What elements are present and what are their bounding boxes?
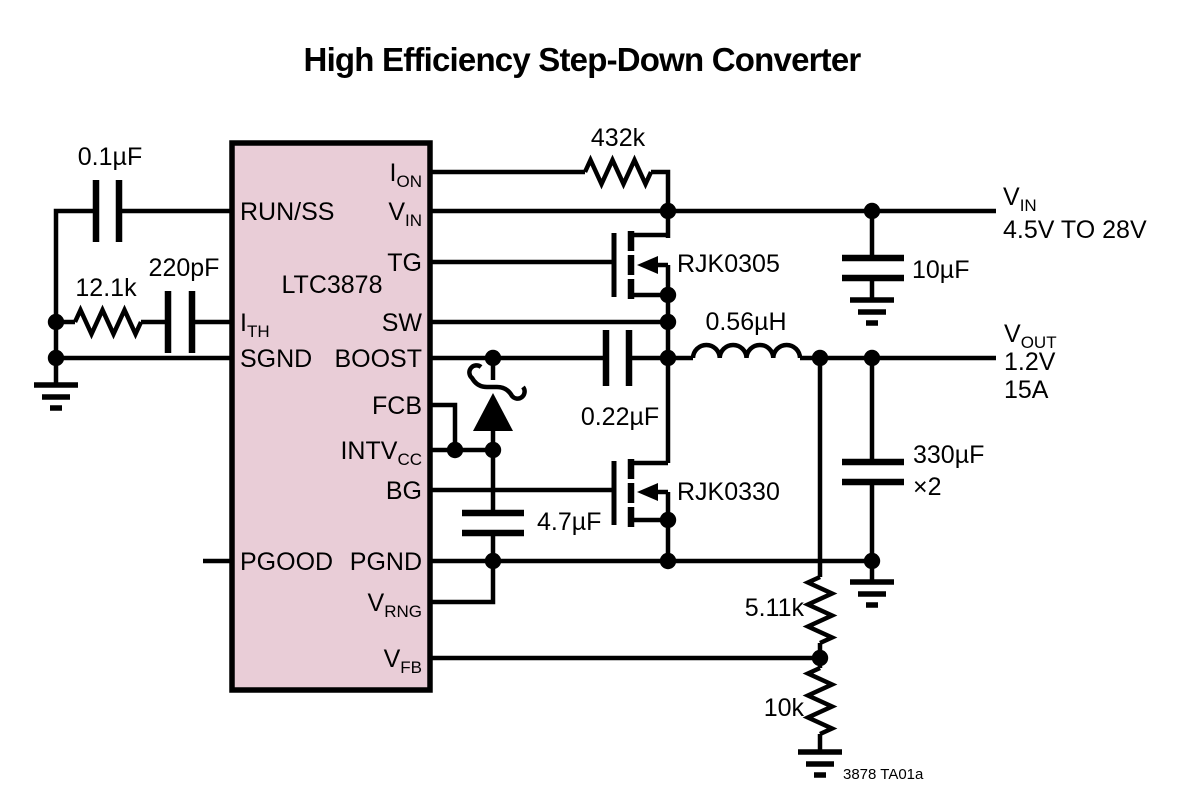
junction-dot bbox=[446, 441, 464, 459]
pin-label-pgood: PGOOD bbox=[240, 548, 333, 576]
pin-label-pgnd: PGND bbox=[350, 548, 422, 576]
pin-label-sgnd: SGND bbox=[240, 345, 312, 373]
pin-label-run-ss: RUN/SS bbox=[240, 198, 334, 226]
value-input-cap: 10µF bbox=[912, 256, 969, 284]
junction-dot bbox=[863, 202, 881, 220]
inductor-symbol bbox=[690, 342, 803, 359]
pin-label-fcb: FCB bbox=[372, 392, 422, 420]
schottky-cathode-curve bbox=[467, 363, 527, 401]
pin-label-bg: BG bbox=[386, 477, 422, 505]
pin-label-ith: ITH bbox=[240, 309, 270, 341]
junction-dot bbox=[659, 511, 677, 529]
pin-label-sw: SW bbox=[382, 309, 423, 337]
ic-part-number: LTC3878 bbox=[282, 271, 383, 299]
pin-label-vrng: VRNG bbox=[368, 589, 422, 621]
junction-dot bbox=[659, 313, 677, 331]
junction-dot bbox=[811, 349, 829, 367]
junction-dot bbox=[659, 202, 677, 220]
junction-dot bbox=[659, 349, 677, 367]
junction-dot bbox=[484, 441, 502, 459]
value-soft-start-cap: 0.1µF bbox=[78, 143, 142, 171]
mosfet-top-symbol bbox=[611, 231, 658, 299]
ic-body bbox=[229, 140, 433, 693]
junction-dot bbox=[659, 552, 677, 570]
schottky-diode-symbol bbox=[467, 363, 527, 431]
value-ion-resistor: 432k bbox=[591, 124, 646, 152]
page-title: High Efficiency Step-Down Converter bbox=[304, 41, 862, 78]
net-label-vout-current: 15A bbox=[1004, 376, 1049, 404]
capacitor-intvcc bbox=[462, 509, 524, 537]
pin-label-intvcc: INTVCC bbox=[340, 437, 422, 469]
junction-dot bbox=[811, 649, 829, 667]
junction-dot bbox=[863, 552, 881, 570]
capacitor-boost bbox=[602, 330, 633, 386]
net-label-vout-voltage: 1.2V bbox=[1004, 348, 1056, 376]
pin-label-ion: ION bbox=[390, 159, 422, 191]
value-bottom-mosfet: RJK0330 bbox=[677, 478, 780, 506]
value-ith-cap: 220pF bbox=[149, 254, 220, 282]
value-output-cap: 330µF bbox=[913, 441, 984, 469]
pin-label-vin: VIN bbox=[388, 198, 422, 230]
diode-anode-triangle bbox=[473, 393, 513, 431]
capacitor-input bbox=[842, 254, 904, 282]
junction-dots bbox=[47, 202, 881, 667]
resistor-ion bbox=[582, 154, 654, 190]
net-label-vout: VOUT bbox=[1004, 320, 1057, 352]
value-fb-bottom-resistor: 10k bbox=[764, 694, 805, 722]
pin-label-vfb: VFB bbox=[384, 645, 422, 677]
schematic-footnote: 3878 TA01a bbox=[843, 766, 924, 783]
net-label-vin: VIN bbox=[1003, 183, 1037, 215]
junction-dot bbox=[47, 313, 65, 331]
body-diode-arrow bbox=[637, 483, 658, 501]
capacitor-soft-start bbox=[92, 180, 123, 242]
ground-input-cap bbox=[850, 297, 894, 326]
junction-dot bbox=[484, 349, 502, 367]
value-boost-cap: 0.22µF bbox=[581, 403, 659, 431]
body-diode-arrow bbox=[637, 256, 658, 274]
resistor-fb-bottom bbox=[802, 665, 838, 737]
wire-vrng-jog bbox=[430, 561, 496, 605]
junction-dot bbox=[47, 349, 65, 367]
mosfet-bottom-symbol bbox=[611, 459, 658, 527]
net-label-vin-range: 4.5V TO 28V bbox=[1003, 216, 1147, 244]
value-intvcc-cap: 4.7µF bbox=[537, 508, 601, 536]
capacitor-ith bbox=[164, 291, 196, 353]
value-output-cap-qty: ×2 bbox=[913, 473, 942, 501]
junction-dot bbox=[484, 552, 502, 570]
pin-label-boost: BOOST bbox=[334, 345, 422, 373]
capacitor-output bbox=[842, 458, 904, 486]
value-fb-top-resistor: 5.11k bbox=[745, 594, 805, 622]
ground-pgnd bbox=[850, 579, 894, 608]
junction-dot bbox=[863, 349, 881, 367]
resistor-fb-top bbox=[802, 574, 838, 646]
value-ith-resistor: 12.1k bbox=[75, 274, 137, 302]
labels: High Efficiency Step-Down Converter LTC3… bbox=[75, 41, 1147, 783]
component-symbols bbox=[34, 154, 904, 778]
ground-fb-divider bbox=[798, 749, 842, 778]
wire-fcb-jog bbox=[430, 402, 458, 450]
value-top-mosfet: RJK0305 bbox=[677, 250, 780, 278]
resistor-ith bbox=[72, 304, 144, 340]
pin-label-tg: TG bbox=[387, 249, 422, 277]
ground-sgnd bbox=[34, 382, 78, 411]
junction-dot bbox=[659, 286, 677, 304]
value-inductor: 0.56µH bbox=[705, 308, 786, 336]
